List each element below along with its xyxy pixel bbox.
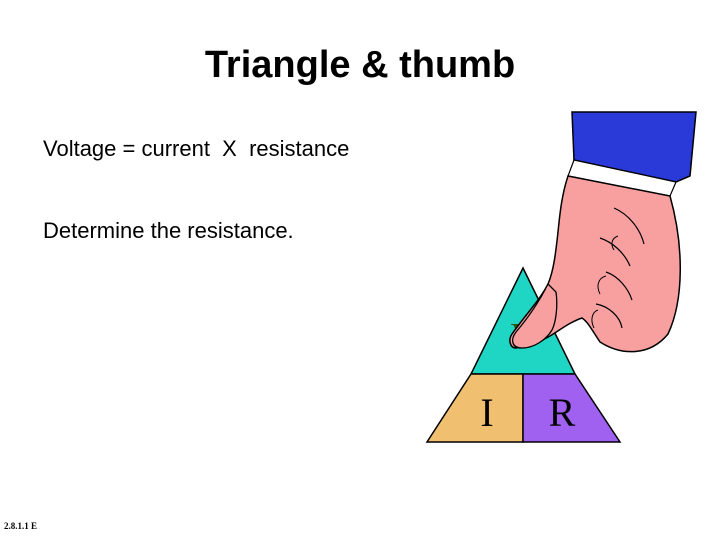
equation-text: Voltage = current X resistance (43, 136, 350, 161)
triangle-left-section (425, 373, 524, 443)
triangle-current-label: I (480, 390, 493, 435)
pointing-hand-icon (509, 111, 697, 353)
slide-code: 2.8.1.1 E (4, 521, 38, 531)
triangle-right-section (522, 373, 622, 443)
triangle-resistance-label: R (549, 390, 576, 435)
slide-title: Triangle & thumb (204, 44, 516, 86)
instruction-text: Determine the resistance. (43, 218, 294, 243)
